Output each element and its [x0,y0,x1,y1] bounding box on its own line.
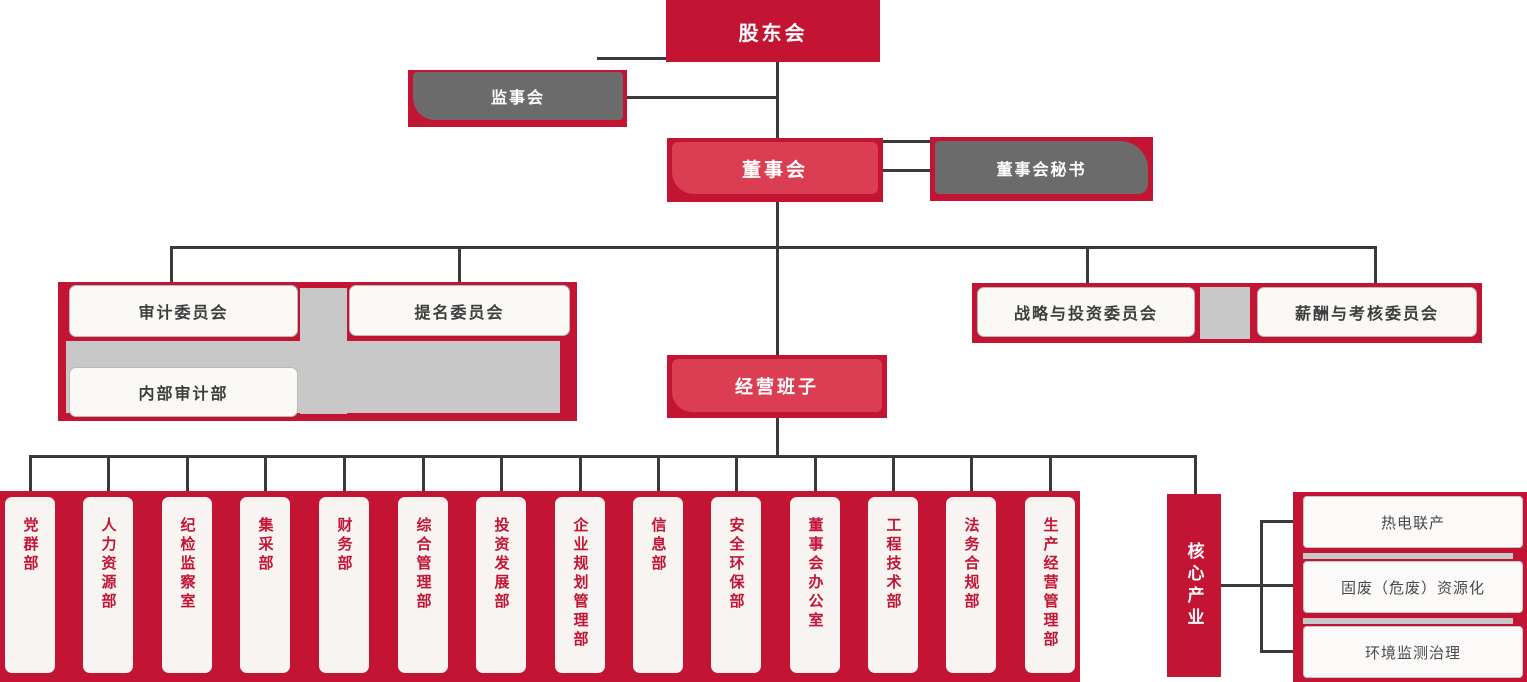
connector-line [107,455,110,497]
dept-card: 集采部 [240,497,290,673]
dept-label: 安全环保部 [727,517,745,612]
connector-line [264,455,267,497]
connector-line [814,455,817,497]
node-core-industry-label: 核心产业 [1184,541,1204,630]
node-board-secretary-label: 董事会秘书 [996,161,1087,179]
node-board-secretary: 董事会秘书 [930,137,1153,201]
dept-label: 董事会办公室 [806,517,824,631]
dept-card: 企业规划管理部 [555,497,605,673]
connector-line [776,418,779,458]
dept-label: 法务合规部 [962,517,980,612]
dept-card: 财务部 [319,497,369,673]
connector-line [776,202,779,355]
connector-line [31,455,1197,458]
node-industry-label: 固废（危废）资源化 [1340,579,1485,597]
industries-panel: 热电联产 固废（危废）资源化 环境监测治理 [1293,492,1527,682]
connector-line [892,455,895,497]
node-nomination-committee: 提名委员会 [349,285,570,336]
dept-label: 工程技术部 [884,517,902,612]
connector-line [29,455,32,497]
industry-divider [1303,618,1513,624]
connector-line [657,455,660,497]
connector-line [776,62,779,138]
node-board-label: 董事会 [741,159,808,181]
dept-card: 工程技术部 [868,497,918,673]
node-internal-audit-dept-label: 内部审计部 [138,386,229,403]
dept-card: 安全环保部 [711,497,761,673]
connector-line [735,455,738,497]
connector-line [970,455,973,497]
dept-label: 投资发展部 [492,517,510,612]
connector-line [1194,455,1197,494]
connector-line [170,246,1377,249]
dept-card: 信息部 [633,497,683,673]
node-supervisory-label: 监事会 [490,90,545,107]
node-strategy-committee: 战略与投资委员会 [977,287,1195,337]
committee-group-right: 战略与投资委员会 薪酬与考核委员会 [972,283,1482,343]
dept-card: 生产经营管理部 [1025,497,1075,673]
gray-panel [1200,287,1250,339]
dept-label: 纪检监察室 [178,517,196,612]
node-shareholders: 股东会 [666,0,880,62]
dept-label: 生产经营管理部 [1041,517,1059,650]
connector-line [1049,455,1052,497]
node-management: 经营班子 [667,355,887,418]
connector-line [186,455,189,497]
connector-line [458,246,461,286]
connector-line [1221,584,1303,587]
node-nomination-committee-label: 提名委员会 [414,304,505,322]
industry-divider [1303,553,1513,559]
connector-line [579,455,582,497]
dept-label: 党群部 [21,517,39,574]
node-industry: 热电联产 [1303,496,1523,548]
dept-card: 党群部 [5,497,55,673]
connector-line [500,455,503,497]
connector-line [881,140,932,143]
node-industry-label: 热电联产 [1380,514,1445,532]
node-management-label: 经营班子 [735,376,819,397]
dept-label: 企业规划管理部 [571,517,589,650]
node-industry: 环境监测治理 [1303,626,1523,678]
connector-line [170,246,173,284]
connector-line [1086,246,1089,285]
dept-card: 纪检监察室 [162,497,212,673]
node-internal-audit-dept: 内部审计部 [69,367,298,417]
dept-label: 财务部 [335,517,353,574]
dept-label: 集采部 [256,517,274,574]
connector-line [879,169,937,172]
connector-line [627,96,779,99]
node-remuneration-committee: 薪酬与考核委员会 [1257,287,1477,337]
dept-card: 人力资源部 [83,497,133,673]
node-audit-committee-label: 审计委员会 [138,305,229,322]
connector-line [1260,520,1303,523]
dept-label: 人力资源部 [99,517,117,612]
node-remuneration-committee-label: 薪酬与考核委员会 [1294,306,1439,323]
node-industry: 固废（危废）资源化 [1303,561,1523,613]
node-supervisory: 监事会 [408,70,627,127]
dept-card: 投资发展部 [476,497,526,673]
dept-label: 综合管理部 [414,517,432,612]
dept-card: 法务合规部 [946,497,996,673]
node-audit-committee: 审计委员会 [69,285,298,337]
connector-line [597,57,666,60]
committee-group-left: 审计委员会 提名委员会 内部审计部 [58,282,577,421]
connector-line [1374,246,1377,285]
node-strategy-committee-label: 战略与投资委员会 [1013,306,1158,323]
dept-card: 董事会办公室 [790,497,840,673]
connector-line [422,455,425,497]
dept-card: 综合管理部 [398,497,448,673]
node-core-industry: 核心产业 [1167,494,1221,677]
node-industry-label: 环境监测治理 [1364,644,1461,662]
dept-label: 信息部 [649,517,667,574]
node-shareholders-label: 股东会 [738,22,808,45]
node-board: 董事会 [667,138,883,202]
departments-panel: 党群部 人力资源部 纪检监察室 集采部 财务部 综合管理部 投资发展部 企业规划… [0,491,1080,682]
connector-line [1260,650,1303,653]
connector-line [343,455,346,497]
